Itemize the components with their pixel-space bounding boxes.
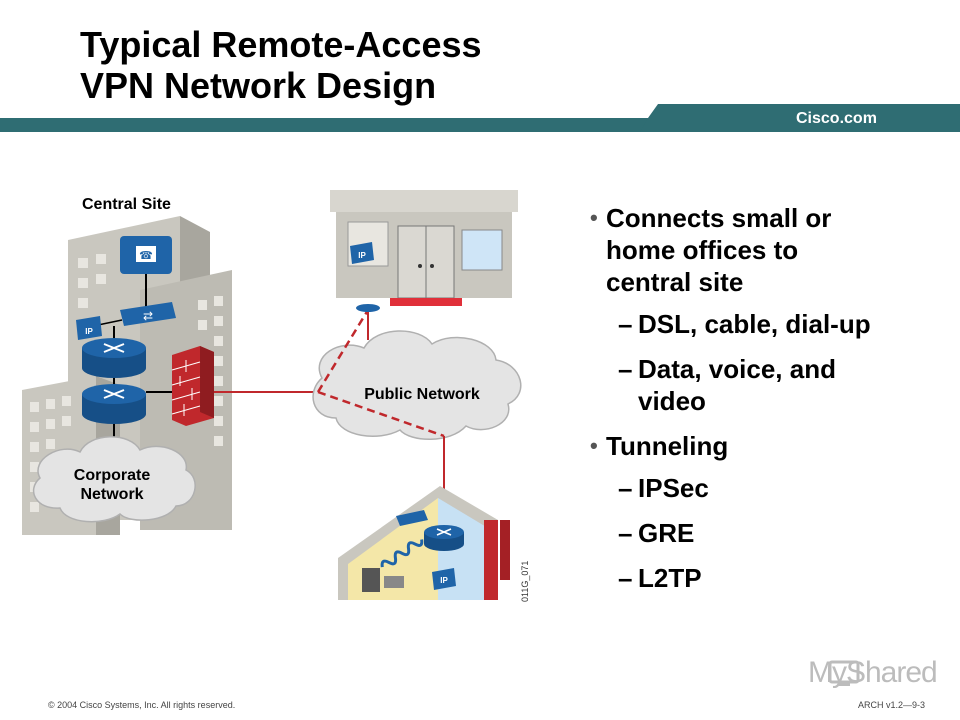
subbullet-l2tp: – L2TP [618,563,702,593]
svg-text:⇄: ⇄ [143,309,153,323]
corporate-network-label-1: Corporate [74,467,151,484]
dash-icon: – [618,518,633,548]
branch-office-building [330,190,518,312]
watermark-logo-icon [828,660,860,686]
slide-title-line2: VPN Network Design [80,65,437,106]
footer-course-code: ARCH v1.2—9-3 [858,700,926,710]
call-manager-icon: ☎ [120,236,172,274]
subbullet-gre: – GRE [618,518,695,548]
public-network-cloud: Public Network [312,330,522,440]
svg-text:☎: ☎ [139,250,153,262]
watermark-text: MyShared [808,656,938,689]
ip-phone-branch-icon: IP [350,242,374,264]
bullet-connects: • Connects small or home offices to cent… [590,203,832,297]
svg-text:IP: IP [440,576,448,585]
ip-phone-central-icon: IP [76,316,102,340]
svg-text:IP: IP [358,251,366,260]
public-network-label: Public Network [364,386,480,403]
dash-icon: – [618,473,633,503]
ip-phone-home-icon: IP [432,568,456,590]
dash-icon: – [618,354,633,384]
bullet-tunneling: • Tunneling [590,431,729,461]
router-2-icon [82,384,146,424]
central-site-label: Central Site [82,196,171,213]
vpn-tunnel-branch [316,309,370,393]
slide-title: Typical Remote-Access VPN Network Design [80,24,482,106]
wireless-ap-icon [396,510,428,526]
dash-icon: – [618,563,633,593]
router-1-icon [82,338,146,378]
svg-text:IP: IP [85,327,93,336]
network-diagram: Central Site [22,190,530,602]
footer-copyright: © 2004 Cisco Systems, Inc. All rights re… [48,700,236,710]
header-banner [0,104,960,132]
firewall-icon [171,346,214,426]
switch-icon: ⇄ [120,302,176,326]
figure-code: 011G_071 [520,561,530,602]
bullet-list: • Connects small or home offices to cent… [590,202,950,607]
dash-icon: – [618,309,633,339]
vpn-tunnel-home [317,390,445,438]
router-home-icon [424,525,464,551]
corporate-network-label-2: Network [80,486,143,503]
subbullet-data-voice-video: – Data, voice, and video [618,354,836,416]
slide-title-line1: Typical Remote-Access [80,24,482,65]
bullet-dot-icon: • [590,205,598,230]
subbullet-ipsec: – IPSec [618,473,709,503]
subbullet-dsl: – DSL, cable, dial-up [618,309,871,339]
bullet-dot-icon: • [590,433,598,458]
brand-label: Cisco.com [796,110,877,127]
corporate-network-cloud: Corporate Network [32,436,196,523]
